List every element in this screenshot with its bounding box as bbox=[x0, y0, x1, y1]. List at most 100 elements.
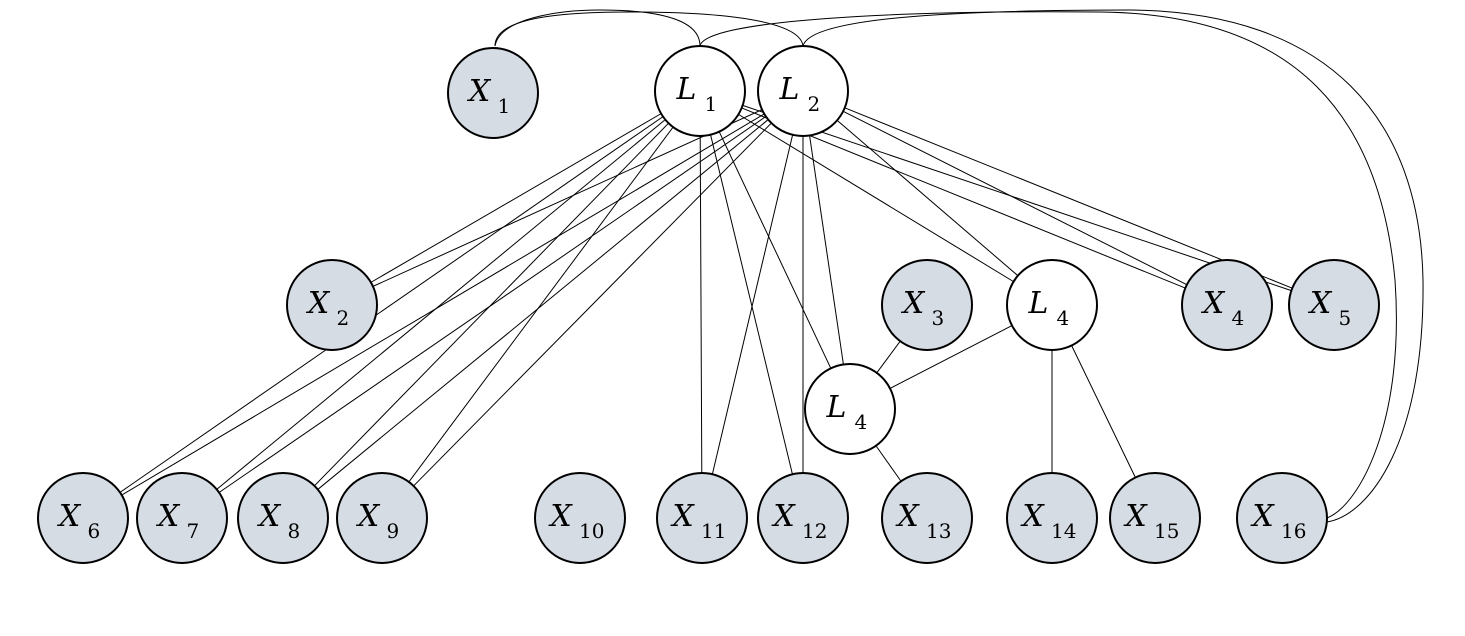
node-subscript: 15 bbox=[1154, 519, 1179, 543]
node-label: L bbox=[826, 390, 847, 425]
curved-edge-l2-x16 bbox=[802, 9, 1424, 523]
node-circle bbox=[336, 472, 428, 564]
edge-l1-l4b bbox=[718, 131, 832, 369]
node-circle bbox=[1236, 472, 1328, 564]
edge-l1-x4 bbox=[741, 107, 1186, 289]
edge-l2-x7 bbox=[218, 116, 767, 493]
node-subscript: 16 bbox=[1281, 519, 1306, 543]
node-subscript: 2 bbox=[808, 92, 821, 116]
edge-l2-l4b bbox=[809, 135, 844, 365]
node-label: X bbox=[1201, 286, 1226, 321]
node-label: X bbox=[306, 286, 331, 321]
edge-l1-x9 bbox=[408, 126, 674, 483]
node-subscript: 14 bbox=[1051, 519, 1076, 543]
node-label: X bbox=[257, 499, 282, 534]
node-subscript: 10 bbox=[579, 519, 604, 543]
edge-l1-x8 bbox=[314, 122, 669, 487]
node-subscript: 6 bbox=[88, 519, 101, 543]
node-subscript: 1 bbox=[705, 92, 718, 116]
edge-layer bbox=[119, 104, 1293, 496]
node-subscript: 9 bbox=[387, 519, 400, 543]
node-circle bbox=[1109, 472, 1201, 564]
node-label: X bbox=[1123, 499, 1148, 534]
node-circle bbox=[37, 472, 129, 564]
node-circle bbox=[237, 472, 329, 564]
node-subscript: 5 bbox=[1339, 306, 1352, 330]
curved-edge-layer bbox=[494, 9, 1424, 523]
node-subscript: 7 bbox=[187, 519, 200, 543]
node-label: X bbox=[467, 74, 492, 109]
node-subscript: 4 bbox=[1232, 306, 1245, 330]
node-circle bbox=[757, 45, 849, 137]
edge-l2-x8 bbox=[317, 119, 769, 490]
edge-l4b-x13 bbox=[875, 445, 902, 482]
node-label: X bbox=[156, 499, 181, 534]
node-circle bbox=[881, 472, 973, 564]
node-label: X bbox=[895, 499, 920, 534]
node-label: L bbox=[779, 72, 800, 107]
edge-l4a-x15 bbox=[1071, 345, 1136, 478]
curved-edge-l1-x16 bbox=[699, 11, 1397, 519]
edge-l2-x11 bbox=[711, 134, 794, 475]
node-subscript: 2 bbox=[337, 306, 350, 330]
node-label: X bbox=[1308, 286, 1333, 321]
edge-l4a-l4b bbox=[889, 325, 1013, 389]
node-label: X bbox=[670, 499, 695, 534]
edge-l2-l4a bbox=[836, 119, 1019, 277]
node-label: X bbox=[771, 499, 796, 534]
edge-l2-x2 bbox=[372, 109, 763, 287]
edge-l1-x6 bbox=[119, 116, 664, 493]
edge-x3-l4b bbox=[876, 340, 901, 374]
node-subscript: 4 bbox=[855, 410, 868, 434]
node-label: X bbox=[548, 499, 573, 534]
edge-l1-x2 bbox=[370, 113, 662, 283]
node-label: X bbox=[1250, 499, 1275, 534]
node-circle bbox=[447, 47, 539, 139]
node-subscript: 4 bbox=[1057, 306, 1070, 330]
node-circle bbox=[1288, 259, 1380, 351]
node-circle bbox=[757, 472, 849, 564]
node-label: X bbox=[901, 286, 926, 321]
node-circle bbox=[136, 472, 228, 564]
edge-l2-x6 bbox=[121, 113, 765, 496]
node-subscript: 13 bbox=[926, 519, 951, 543]
node-circle bbox=[804, 363, 896, 455]
node-subscript: 11 bbox=[701, 519, 726, 543]
node-circle bbox=[656, 472, 748, 564]
edge-l1-x7 bbox=[216, 119, 666, 490]
node-label: L bbox=[676, 72, 697, 107]
node-subscript: 8 bbox=[288, 519, 301, 543]
node-label: L bbox=[1028, 286, 1049, 321]
edge-l1-x12 bbox=[710, 134, 793, 475]
edge-l1-x5 bbox=[742, 104, 1292, 292]
edge-l1-x11 bbox=[699, 135, 703, 474]
node-label: X bbox=[1020, 499, 1045, 534]
node-subscript: 12 bbox=[802, 519, 827, 543]
node-subscript: 3 bbox=[932, 306, 945, 330]
edge-l2-x5 bbox=[844, 107, 1293, 289]
node-label: X bbox=[57, 499, 82, 534]
node-circle bbox=[654, 45, 746, 137]
edge-l2-x4 bbox=[842, 110, 1188, 286]
node-circle bbox=[286, 259, 378, 351]
